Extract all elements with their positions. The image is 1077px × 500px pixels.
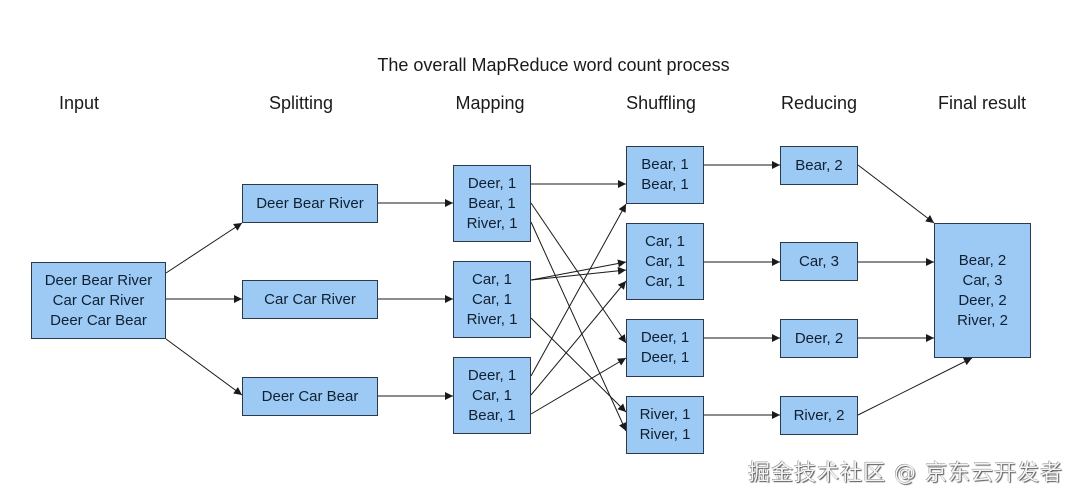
- arrow-edge: [530, 357, 627, 415]
- map-pair: Car, 1: [471, 270, 513, 288]
- final-pair: Car, 3: [962, 271, 1003, 289]
- reduce-pair: Deer, 2: [794, 329, 844, 347]
- split-text: Deer Car Bear: [261, 387, 359, 405]
- map-box-3: Deer, 1 Car, 1 Bear, 1: [453, 357, 531, 434]
- shuffle-pair: Bear, 1: [641, 176, 689, 193]
- arrow-edge: [165, 338, 243, 396]
- shuffle-box-bear: Bear, 1 Bear, 1: [626, 146, 704, 204]
- shuffle-pair: Car, 1: [644, 272, 686, 290]
- map-pair: Deer, 1: [467, 174, 517, 192]
- arrow-edge: [530, 266, 627, 281]
- arrow-edge: [530, 202, 627, 344]
- map-pair: Car, 1: [471, 386, 513, 404]
- shuffle-pair: Deer, 1: [640, 329, 690, 346]
- map-pair: Bear, 1: [468, 406, 516, 424]
- stage-label-mapping: Mapping: [455, 93, 525, 113]
- arrow-edge: [530, 280, 627, 396]
- shuffle-pair: Bear, 1: [641, 156, 689, 173]
- shuffle-pair: River, 1: [639, 426, 691, 443]
- shuffle-box-river: River, 1 River, 1: [626, 396, 704, 454]
- split-text: Deer Bear River: [256, 194, 364, 212]
- map-pair: River, 1: [466, 310, 518, 328]
- arrow-edge: [165, 222, 243, 274]
- stage-label-final-result: Final result: [937, 93, 1027, 113]
- diagram-title: The overall MapReduce word count process: [377, 55, 730, 75]
- input-line: Deer Bear River: [44, 271, 153, 289]
- final-pair: River, 2: [957, 311, 1008, 329]
- shuffle-box-car: Car, 1 Car, 1 Car, 1: [626, 223, 704, 300]
- map-pair: River, 1: [466, 214, 518, 232]
- split-box-2: Car Car River: [242, 280, 378, 319]
- split-box-1: Deer Bear River: [242, 184, 378, 223]
- final-pair: Deer, 2: [958, 291, 1007, 309]
- stage-label-reducing: Reducing: [780, 93, 858, 113]
- reduce-box-car: Car, 3: [780, 242, 858, 281]
- reduce-pair: Bear, 2: [795, 156, 843, 174]
- reduce-box-bear: Bear, 2: [780, 146, 858, 185]
- input-box: Deer Bear River Car Car River Deer Car B…: [31, 262, 166, 339]
- map-pair: Bear, 1: [468, 194, 516, 212]
- arrow-edge: [530, 221, 627, 432]
- split-text: Car Car River: [264, 290, 356, 308]
- shuffle-pair: River, 1: [639, 406, 691, 423]
- map-pair: Car, 1: [471, 290, 513, 308]
- stage-label-splitting: Splitting: [268, 93, 334, 113]
- input-line: Deer Car Bear: [50, 311, 147, 329]
- shuffle-pair: Car, 1: [644, 252, 686, 270]
- shuffle-pair: Deer, 1: [640, 349, 690, 366]
- final-result-box: Bear, 2 Car, 3 Deer, 2 River, 2: [934, 223, 1031, 358]
- arrow-edge: [530, 203, 627, 377]
- split-box-3: Deer Car Bear: [242, 377, 378, 416]
- reduce-box-deer: Deer, 2: [780, 319, 858, 358]
- final-pair: Bear, 2: [958, 251, 1007, 269]
- arrow-edge: [530, 317, 627, 413]
- reduce-pair: River, 2: [793, 406, 845, 424]
- shuffle-box-deer: Deer, 1 Deer, 1: [626, 319, 704, 377]
- map-pair: Deer, 1: [467, 366, 517, 384]
- arrow-edge: [530, 259, 627, 281]
- reduce-box-river: River, 2: [780, 396, 858, 435]
- reduce-pair: Car, 3: [798, 252, 840, 270]
- arrow-edge: [857, 357, 973, 416]
- map-box-2: Car, 1 Car, 1 River, 1: [453, 261, 531, 338]
- shuffle-pair: Car, 1: [644, 232, 686, 250]
- stage-label-input: Input: [58, 93, 100, 113]
- map-box-1: Deer, 1 Bear, 1 River, 1: [453, 165, 531, 242]
- arrow-edge: [857, 164, 935, 224]
- input-line: Car Car River: [52, 291, 145, 309]
- stage-label-shuffling: Shuffling: [626, 93, 696, 113]
- watermark: 掘金技术社区 @ 京东云开发者: [748, 461, 1063, 486]
